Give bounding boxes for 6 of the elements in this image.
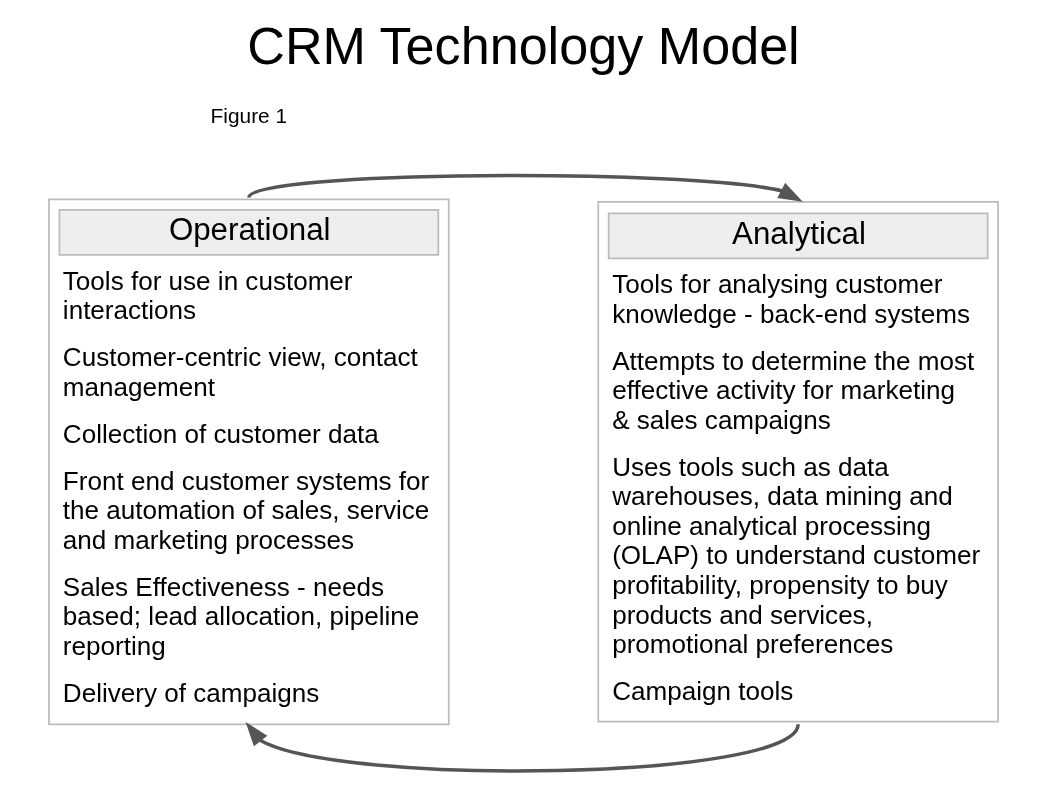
arrow xyxy=(247,173,803,202)
node-box: Operational Tools for use in customer interactions Customer-centric view, contact management Collection of customer data Front end customer systems for the automation of sales, service and marketing processes Sales Effectiveness - needs based; lead allocation, pipeline reporting Delivery of campaigns xyxy=(47,198,450,726)
arrow xyxy=(245,721,800,773)
node-box: Analytical Tools for analysing customer knowledge - back-end systems Attempts to determine the most effective activity for marketing & sales campaigns Uses tools such as data warehouses, data mining and online analytical processing (OLAP) to understand customer profitability, propensity to buy products and services, promotional preferences Campaign tools xyxy=(596,201,999,723)
label: Figure 1 xyxy=(210,104,287,128)
diagram-title: CRM Technology Model xyxy=(246,16,800,75)
